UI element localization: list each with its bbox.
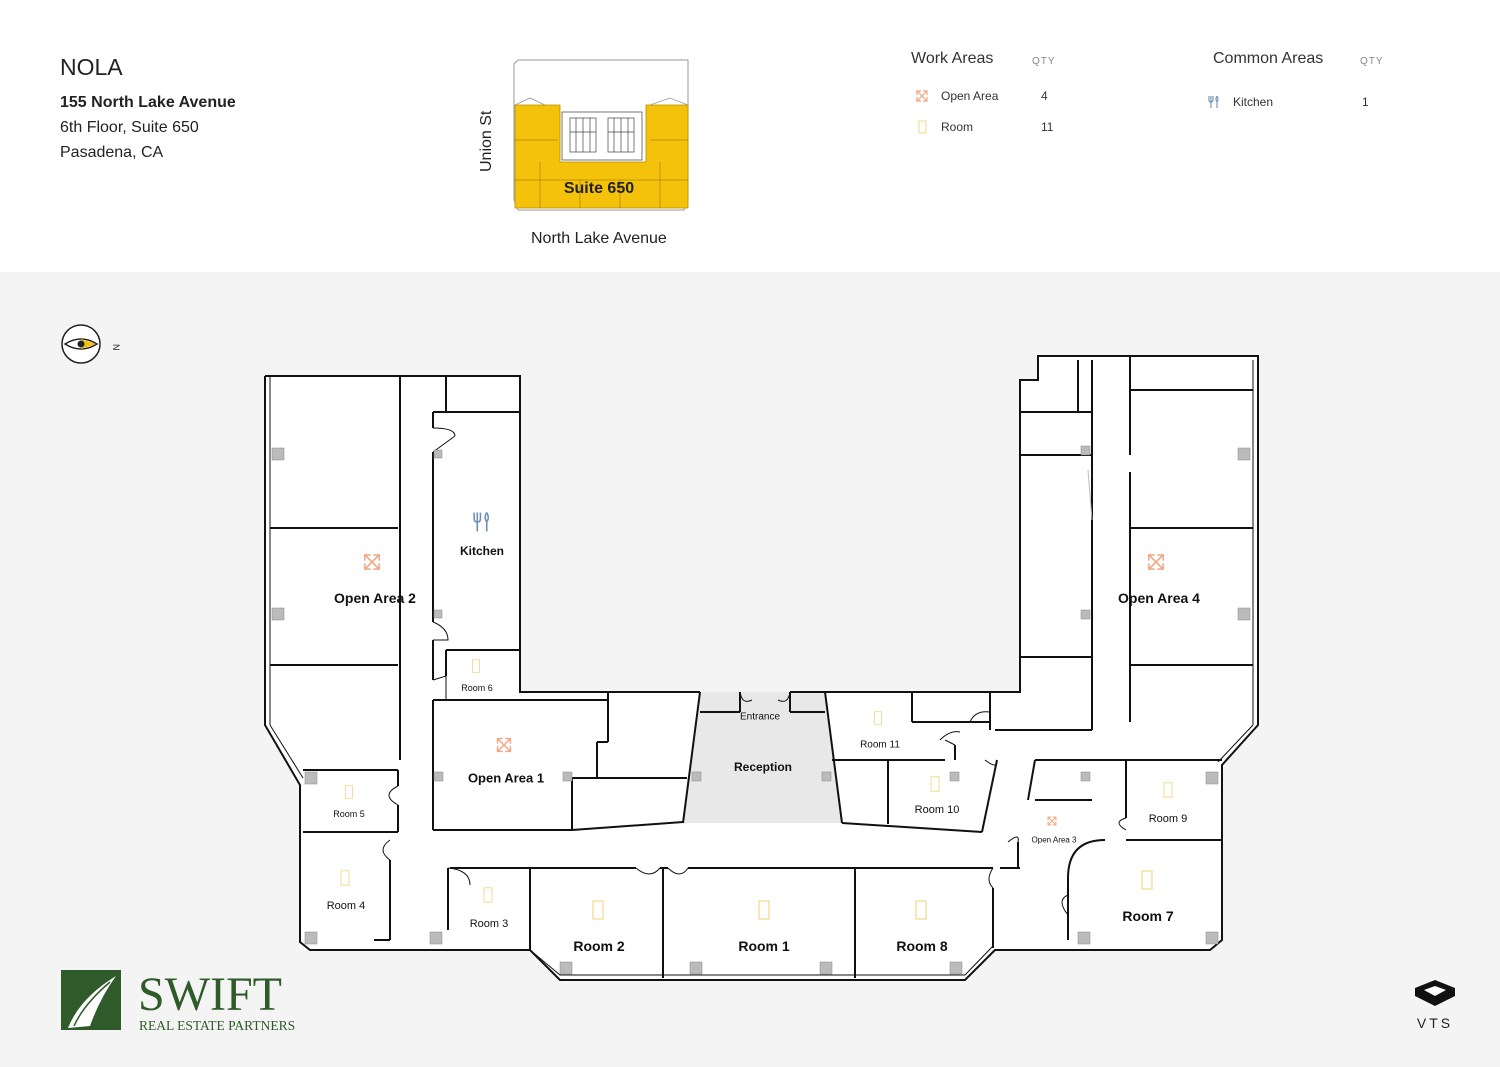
address-suite: 6th Floor, Suite 650 [60,119,199,136]
floor-plan [264,355,1259,981]
legend-work-title: Work Areas [911,50,994,67]
room-label-room-2: Room 2 [573,938,625,954]
expand-arrows-icon [1148,554,1164,570]
logo-sub-text: REAL ESTATE PARTNERS [139,1018,295,1033]
door-icon [472,659,480,673]
legend-kitchen-label: Kitchen [1233,95,1274,109]
door-icon [930,776,940,792]
suite-label: Suite 650 [564,180,634,197]
legend-room-label: Room [941,120,974,134]
room-label-room-1: Room 1 [738,938,790,954]
room-label-room-9: Room 9 [1148,813,1188,825]
building-name: NOLA [60,54,123,80]
vts-logo: VTS [1410,978,1460,1031]
key-map: Suite 650 [513,59,689,211]
door-icon [483,887,493,903]
door-icon [918,120,927,134]
vts-logo-icon [1415,980,1455,1006]
expand-arrows-icon [496,737,512,753]
room-label-room-11: Room 11 [860,739,900,751]
room-label-room-4: Room 4 [326,900,366,912]
logo-main-text: SWIFT [138,968,282,1021]
swift-logo-mark: SWIFT REAL ESTATE PARTNERS [61,968,295,1033]
header: NOLA 155 North Lake Avenue 6th Floor, Su… [0,0,1500,272]
room-label-room-3: Room 3 [469,918,509,930]
door-icon [874,711,882,725]
expand-arrows-icon [1047,816,1057,826]
legend-common-title: Common Areas [1213,50,1324,67]
room-label-open-area-1: Open Area 1 [467,770,545,786]
street-north-lake: North Lake Avenue [531,230,667,247]
legend-open-area-label: Open Area [941,89,999,103]
room-label-open-area-4: Open Area 4 [1118,590,1200,606]
compass-icon: N [61,324,121,364]
expand-arrows-icon [916,90,928,102]
room-label-reception: Reception [733,760,793,774]
door-icon [345,785,353,799]
door-icon [592,900,604,920]
room-label-room-5: Room 5 [333,809,365,819]
address-city: Pasadena, CA [60,144,164,161]
fork-knife-icon [1208,95,1219,108]
room-label-room-6: Room 6 [461,683,493,693]
compass-north-label: N [111,344,121,351]
door-icon [1141,870,1153,890]
vts-logo-text: VTS [1416,1015,1454,1031]
room-label-room-10: Room 10 [914,804,960,816]
room-label-room-7: Room 7 [1122,908,1174,924]
door-icon [915,900,927,920]
legend-work-qty-header: QTY [1032,56,1056,67]
door-icon [1163,782,1173,798]
fork-knife-icon [473,512,490,532]
swift-logo: SWIFT REAL ESTATE PARTNERS [60,968,330,1038]
room-label-open-area-2: Open Area 2 [334,590,416,606]
room-label-kitchen: Kitchen [459,544,505,558]
legend-room-qty: 11 [1041,120,1054,134]
legend-common-qty-header: QTY [1360,56,1384,67]
door-icon [340,870,350,886]
legend-kitchen-qty: 1 [1362,95,1369,109]
legend-open-area-qty: 4 [1041,89,1048,103]
address-street: 155 North Lake Avenue [60,94,236,111]
room-label-room-8: Room 8 [896,938,948,954]
room-label-entrance: Entrance [739,711,781,723]
street-union: Union St [478,110,495,172]
room-label-open-area-3: Open Area 3 [1031,835,1077,845]
expand-arrows-icon [364,554,380,570]
door-icon [758,900,770,920]
